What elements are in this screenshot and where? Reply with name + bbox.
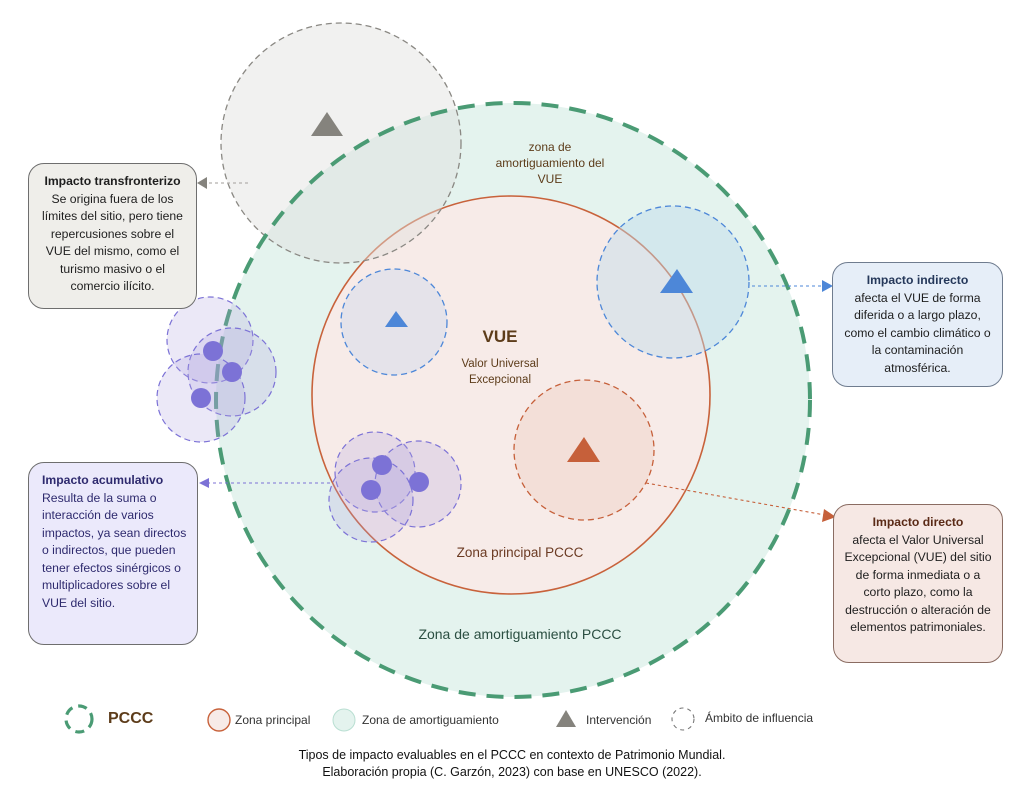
legend-intervention-icon: [556, 710, 576, 727]
impact-body: afecta el Valor Universal Excepcional (V…: [844, 532, 992, 635]
vue-subtitle: Valor Universal Excepcional: [430, 356, 570, 388]
legend-influence-label: Ámbito de influencia: [705, 711, 814, 725]
cumulative-point: [372, 455, 392, 475]
vue-subtitle-line: Valor Universal: [461, 358, 539, 370]
caption-line-2: Elaboración propia (C. Garzón, 2023) con…: [322, 765, 702, 779]
impact-title: Impacto indirecto: [866, 273, 969, 287]
legend-influence-icon: [671, 707, 695, 731]
impact-title: Impacto acumulativo: [42, 473, 164, 487]
impact-title: Impacto transfronterizo: [44, 174, 181, 188]
pccc-boundary: [214, 101, 812, 699]
main-zone-label: Zona principal PCCC: [456, 545, 584, 560]
legend-pccc-icon: [64, 704, 94, 734]
buffer-vue-line: amortiguamiento del: [495, 156, 605, 170]
arrow-directo: [645, 482, 836, 522]
impact-body: Se origina fuera de los límites del siti…: [42, 191, 183, 294]
impact-directo-box: Impacto directo afecta el Valor Universa…: [833, 504, 1003, 663]
intervention-triangle-transboundary: [311, 112, 343, 136]
vue-subtitle-line: Excepcional: [468, 374, 531, 386]
buffer-vue-line: VUE: [537, 172, 563, 186]
influence-circle-transboundary: [220, 22, 462, 264]
legend-main-zone-label: Zona principal: [235, 713, 311, 727]
impact-body: afecta el VUE de forma diferida o a larg…: [844, 290, 991, 375]
legend-intervention-label: Intervención: [586, 713, 652, 727]
cumulative-cluster-outer: [156, 296, 277, 443]
vue-title: VUE: [482, 327, 518, 346]
figure-caption: Tipos de impacto evaluables en el PCCC e…: [0, 747, 1024, 781]
buffer-vue-label: zona de amortiguamiento del VUE: [470, 139, 630, 187]
arrow-indirecto: [752, 280, 833, 292]
impact-indirecto-box: Impacto indirecto afecta el VUE de forma…: [832, 262, 1003, 387]
legend-buffer-zone-label: Zona de amortiguamiento: [362, 713, 499, 727]
cumulative-point: [409, 472, 429, 492]
arrow-acumulativo: [199, 478, 330, 488]
impact-transfronterizo-box: Impacto transfronterizo Se origina fuera…: [28, 163, 197, 309]
impact-acumulativo-box: Impacto acumulativo Resulta de la suma o…: [28, 462, 198, 645]
impact-title: Impacto directo: [872, 515, 964, 529]
intervention-triangle-direct: [567, 437, 600, 462]
legend-pccc-label: PCCC: [108, 710, 154, 727]
cumulative-point: [191, 388, 211, 408]
cumulative-point: [203, 341, 223, 361]
cumulative-point: [361, 480, 381, 500]
intervention-triangle-indirect: [660, 269, 693, 293]
intervention-triangle-inner: [385, 311, 408, 327]
legend-main-zone-icon: [207, 708, 231, 732]
legend-buffer-zone-icon: [332, 708, 356, 732]
cumulative-point: [222, 362, 242, 382]
cumulative-cluster-inner: [328, 431, 462, 543]
impact-body: Resulta de la suma o interacción de vari…: [42, 490, 187, 610]
caption-line-1: Tipos de impacto evaluables en el PCCC e…: [298, 748, 726, 762]
arrow-transfronterizo: [197, 177, 248, 189]
buffer-zone-label: Zona de amortiguamiento PCCC: [418, 626, 622, 642]
buffer-vue-line: zona de: [528, 140, 572, 154]
